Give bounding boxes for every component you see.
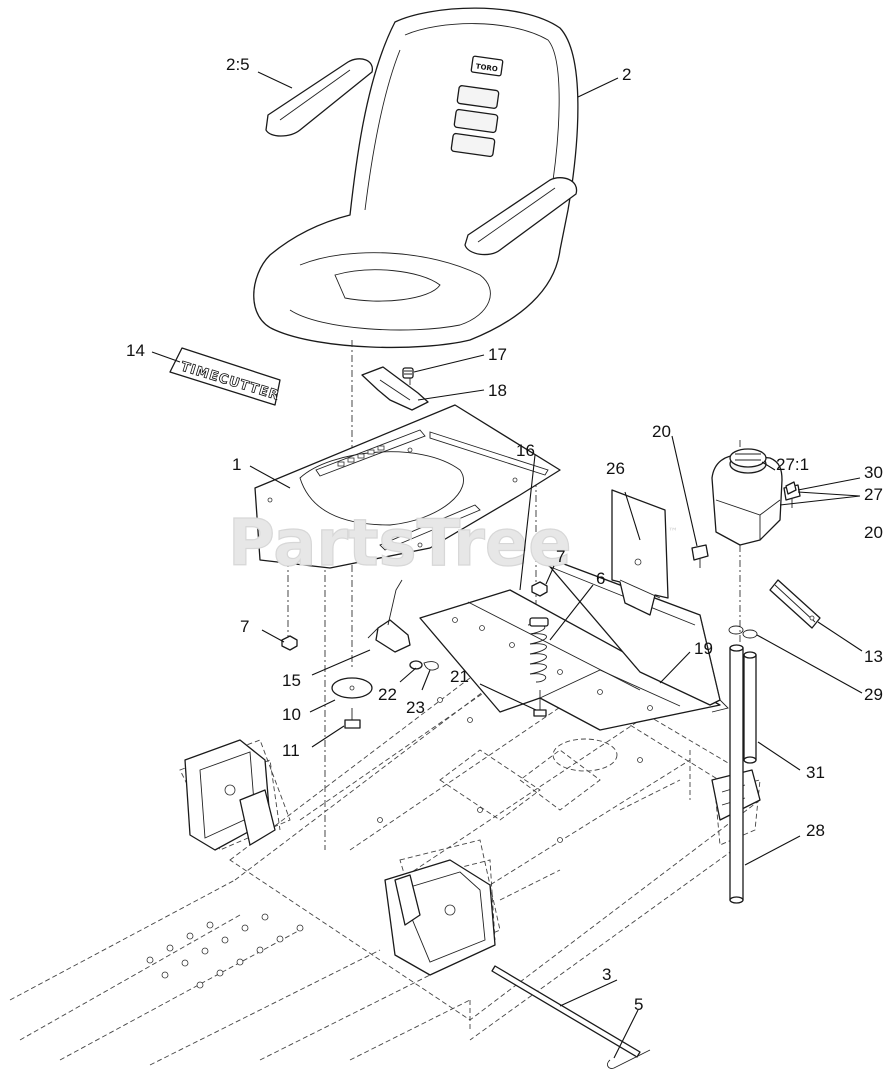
hydraulic-reservoir [711,454,783,546]
washer-22 [409,660,423,670]
mount-bracket-26 [611,489,669,616]
seat-brand-logo: TORO [475,62,498,73]
timecutter-decal: TIMECUTTER [169,347,282,406]
frame-bracket-right [384,859,496,976]
callout-30: 30 [864,463,883,482]
callout-11: 11 [282,741,300,760]
hose-clamps [728,625,758,639]
seat: TORO [253,7,579,349]
bolt-11 [344,708,361,729]
callout-1: 1 [232,455,241,474]
callout-18: 18 [488,381,507,400]
callout-29: 29 [864,685,883,704]
watermark-trademark: ™ [668,527,678,538]
seat-plate-slots [337,445,385,467]
hose-28 [729,644,744,904]
callout-20-right: 20 [864,523,883,542]
latch-rod [367,579,411,653]
callout-26: 26 [606,459,625,478]
callout-23: 23 [406,698,425,717]
armrest-right [464,177,578,256]
callout-6: 6 [596,569,605,588]
callout-3: 3 [602,965,611,984]
screw-30 [785,481,797,495]
callout-19: 19 [694,639,713,658]
locknut-7-left [281,635,298,651]
seat-support-bracket [419,589,721,731]
callout-2: 2 [622,65,631,84]
locknut-7-right [531,581,548,597]
callout-21: 21 [450,667,469,686]
latch-bracket [361,366,429,411]
armrest-left [265,58,373,137]
washer [331,677,373,699]
frame-bracket-left [184,739,276,851]
callouts: 2:5 2 17 18 1 14 27:1 30 27 26 20 20 16 … [126,55,883,1014]
seat-mount-plate [254,404,561,569]
callout-31: 31 [806,763,825,782]
cotter-pin [607,1049,651,1069]
callout-22: 22 [378,685,397,704]
callout-2-5: 2:5 [226,55,250,74]
callout-7-left: 7 [240,617,249,636]
callout-16: 16 [516,441,535,460]
callout-7-right: 7 [556,547,565,566]
callout-15: 15 [282,671,301,690]
callout-10: 10 [282,705,301,724]
bolt-21 [533,690,547,717]
watermark: PartsTree ™ [227,506,678,581]
callout-17: 17 [488,345,507,364]
bolt-20-left [691,544,709,568]
watermark-text: PartsTree [228,507,572,581]
callout-13: 13 [864,647,883,666]
reservoir-bracket [769,579,821,629]
reservoir-cap [729,448,767,474]
bumper [402,367,414,379]
hose-31 [743,651,757,764]
callout-14: 14 [126,341,145,360]
hairpin-23 [423,661,439,671]
callout-27-1: 27:1 [776,455,809,474]
callout-27: 27 [864,485,883,504]
leader-lines [151,71,863,1059]
callout-28: 28 [806,821,825,840]
callout-5: 5 [634,995,643,1014]
callout-20-left: 20 [652,422,671,441]
compression-spring [527,617,549,683]
control-rod [491,965,641,1058]
